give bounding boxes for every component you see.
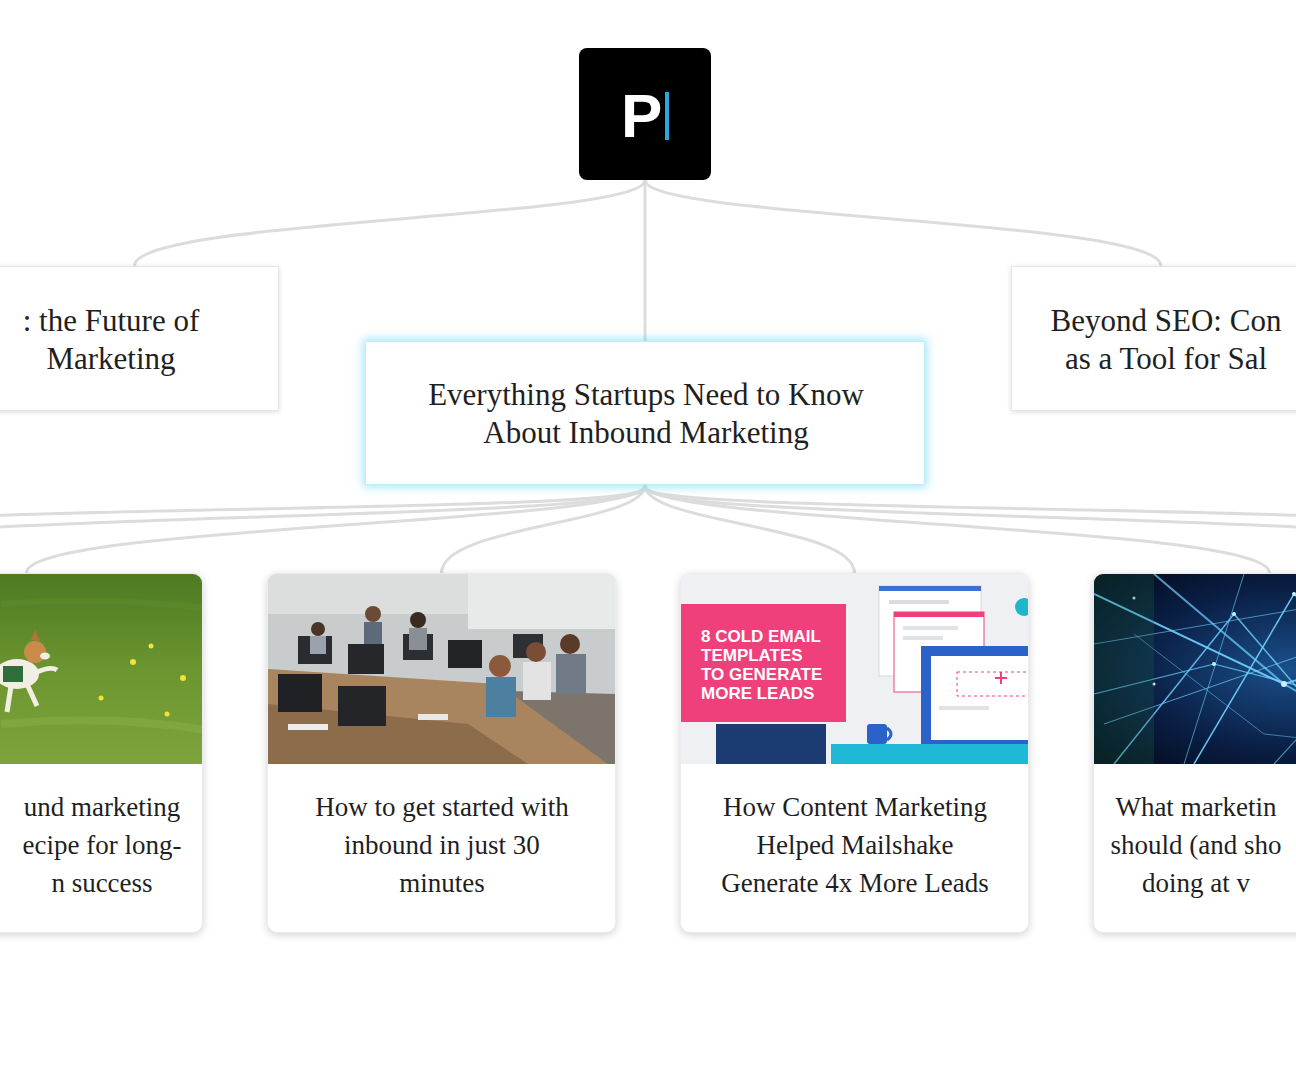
illustration-shape bbox=[1015, 598, 1029, 616]
illustration-shape bbox=[894, 612, 984, 617]
illustration-shape bbox=[24, 641, 46, 663]
illustration-shape bbox=[409, 628, 427, 650]
illustration-shape bbox=[716, 724, 826, 764]
illustration-shape bbox=[526, 642, 546, 662]
illustration-shape bbox=[149, 644, 154, 649]
illustration-shape bbox=[0, 574, 203, 764]
illustration-shape bbox=[40, 653, 50, 660]
illustration-shape bbox=[37, 668, 57, 672]
illustration-shape bbox=[268, 574, 616, 764]
illustration-shape bbox=[310, 636, 326, 654]
illustration-shape bbox=[995, 672, 1007, 684]
illustration-shape bbox=[1094, 574, 1296, 764]
illustration-shape bbox=[879, 586, 981, 591]
dog-photo bbox=[0, 574, 203, 764]
illustration-shape bbox=[486, 677, 516, 717]
illustration-shape bbox=[130, 659, 136, 665]
illustration-shape bbox=[0, 659, 39, 689]
card-title: How Content Marketing Helped Mailshake G… bbox=[715, 788, 995, 902]
illustration-shape bbox=[7, 686, 11, 712]
illustration-shape bbox=[831, 744, 1029, 764]
illustration-shape bbox=[311, 622, 325, 636]
illustration-shape bbox=[889, 600, 949, 604]
topic-title: Beyond SEO: Con as a Tool for Sal bbox=[1046, 302, 1286, 378]
illustration-shape bbox=[1094, 574, 1296, 764]
illustration-shape bbox=[1133, 592, 1296, 687]
illustration-shape bbox=[1232, 612, 1236, 616]
article-card: und marketing ecipe for long- n success bbox=[0, 573, 203, 933]
illustration-shape bbox=[180, 675, 186, 681]
logo-bar bbox=[665, 92, 669, 140]
card-title: How to get started with inbound in just … bbox=[302, 788, 582, 902]
article-card: 8 COLD EMAIL TEMPLATES TO GENERATE MORE … bbox=[680, 573, 1029, 933]
article-card: How to get started with inbound in just … bbox=[267, 573, 616, 933]
illustration-shape bbox=[931, 656, 1029, 740]
illustration-shape bbox=[939, 706, 989, 710]
connector-line bbox=[0, 487, 645, 516]
illustration-shape bbox=[364, 622, 382, 644]
illustration-shape bbox=[681, 604, 846, 722]
illustration-shape bbox=[903, 626, 958, 630]
illustration-shape bbox=[681, 574, 1029, 764]
illustration-shape bbox=[1, 601, 203, 608]
illustration-shape bbox=[523, 662, 551, 700]
illustration-shape bbox=[489, 655, 511, 677]
illustration-shape bbox=[338, 686, 386, 726]
connector-line bbox=[442, 485, 646, 573]
connector-line bbox=[645, 180, 1161, 266]
illustration-shape bbox=[957, 672, 1029, 696]
illustration-shape bbox=[448, 640, 482, 668]
illustration-shape bbox=[348, 644, 384, 674]
office-photo bbox=[268, 574, 616, 764]
topic-box: : the Future of Marketing bbox=[0, 266, 279, 411]
illustration-shape bbox=[556, 654, 586, 694]
logo-letter: P bbox=[621, 85, 662, 147]
illustration-shape bbox=[468, 574, 616, 629]
illustration-shape bbox=[921, 646, 1029, 752]
illustration-shape bbox=[1194, 594, 1296, 764]
topic-title: Everything Startups Need to Know About I… bbox=[421, 376, 871, 452]
illustration-shape bbox=[1, 720, 203, 730]
illustration-shape bbox=[165, 712, 170, 717]
connector-line bbox=[645, 487, 1296, 516]
illustration-shape bbox=[27, 684, 37, 706]
illustration-shape bbox=[903, 636, 943, 640]
network-photo bbox=[1094, 574, 1296, 764]
illustration-shape bbox=[560, 634, 580, 654]
connector-line bbox=[644, 180, 647, 341]
illustration-shape bbox=[1094, 574, 1154, 764]
illustration-shape bbox=[298, 636, 332, 664]
illustration-shape bbox=[1134, 634, 1296, 754]
illustration-shape bbox=[887, 728, 891, 740]
illustration-shape bbox=[1184, 574, 1244, 764]
connector-line bbox=[135, 180, 646, 266]
card-title: und marketing ecipe for long- n success bbox=[16, 788, 188, 902]
illustration-shape bbox=[867, 724, 887, 744]
card-title: What marketin should (and sho doing at v bbox=[1106, 788, 1286, 902]
illustration-shape bbox=[1212, 662, 1216, 666]
illustration-shape bbox=[1281, 681, 1287, 687]
logo-box: P bbox=[579, 48, 711, 180]
image-caption: 8 COLD EMAIL TEMPLATES TO GENERATE MORE … bbox=[701, 627, 827, 703]
article-card: What marketin should (and sho doing at v bbox=[1093, 573, 1296, 933]
illustration-shape bbox=[278, 674, 322, 712]
topic-box: Beyond SEO: Con as a Tool for Sal bbox=[1011, 266, 1296, 411]
topic-box: Everything Startups Need to Know About I… bbox=[365, 341, 925, 485]
illustration-shape bbox=[418, 714, 448, 720]
connector-line bbox=[27, 485, 646, 573]
connector-line bbox=[645, 485, 1270, 573]
illustration-shape bbox=[365, 606, 381, 622]
illustration-shape bbox=[3, 666, 23, 682]
illustration-shape bbox=[1292, 592, 1296, 596]
illustration-shape bbox=[31, 630, 40, 641]
topic-title: : the Future of Marketing bbox=[16, 302, 206, 378]
illustration-shape bbox=[288, 724, 328, 730]
illustration-shape bbox=[99, 696, 104, 701]
illustration-shape bbox=[410, 612, 426, 628]
